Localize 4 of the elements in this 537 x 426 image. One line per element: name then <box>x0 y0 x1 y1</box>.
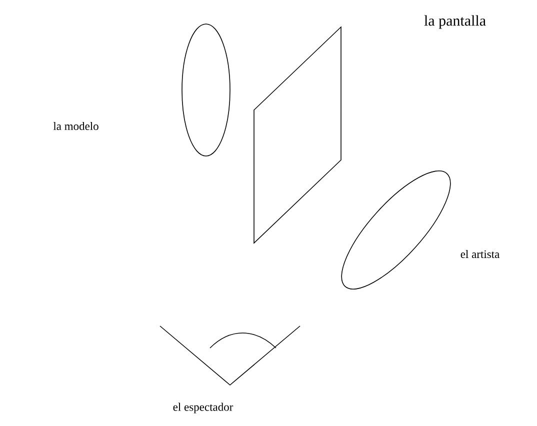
shape-label: el espectador <box>173 402 234 414</box>
shape-label: la pantalla <box>424 15 486 29</box>
shape-label: la modelo <box>53 122 98 130</box>
shape-label: el artista <box>460 250 500 258</box>
